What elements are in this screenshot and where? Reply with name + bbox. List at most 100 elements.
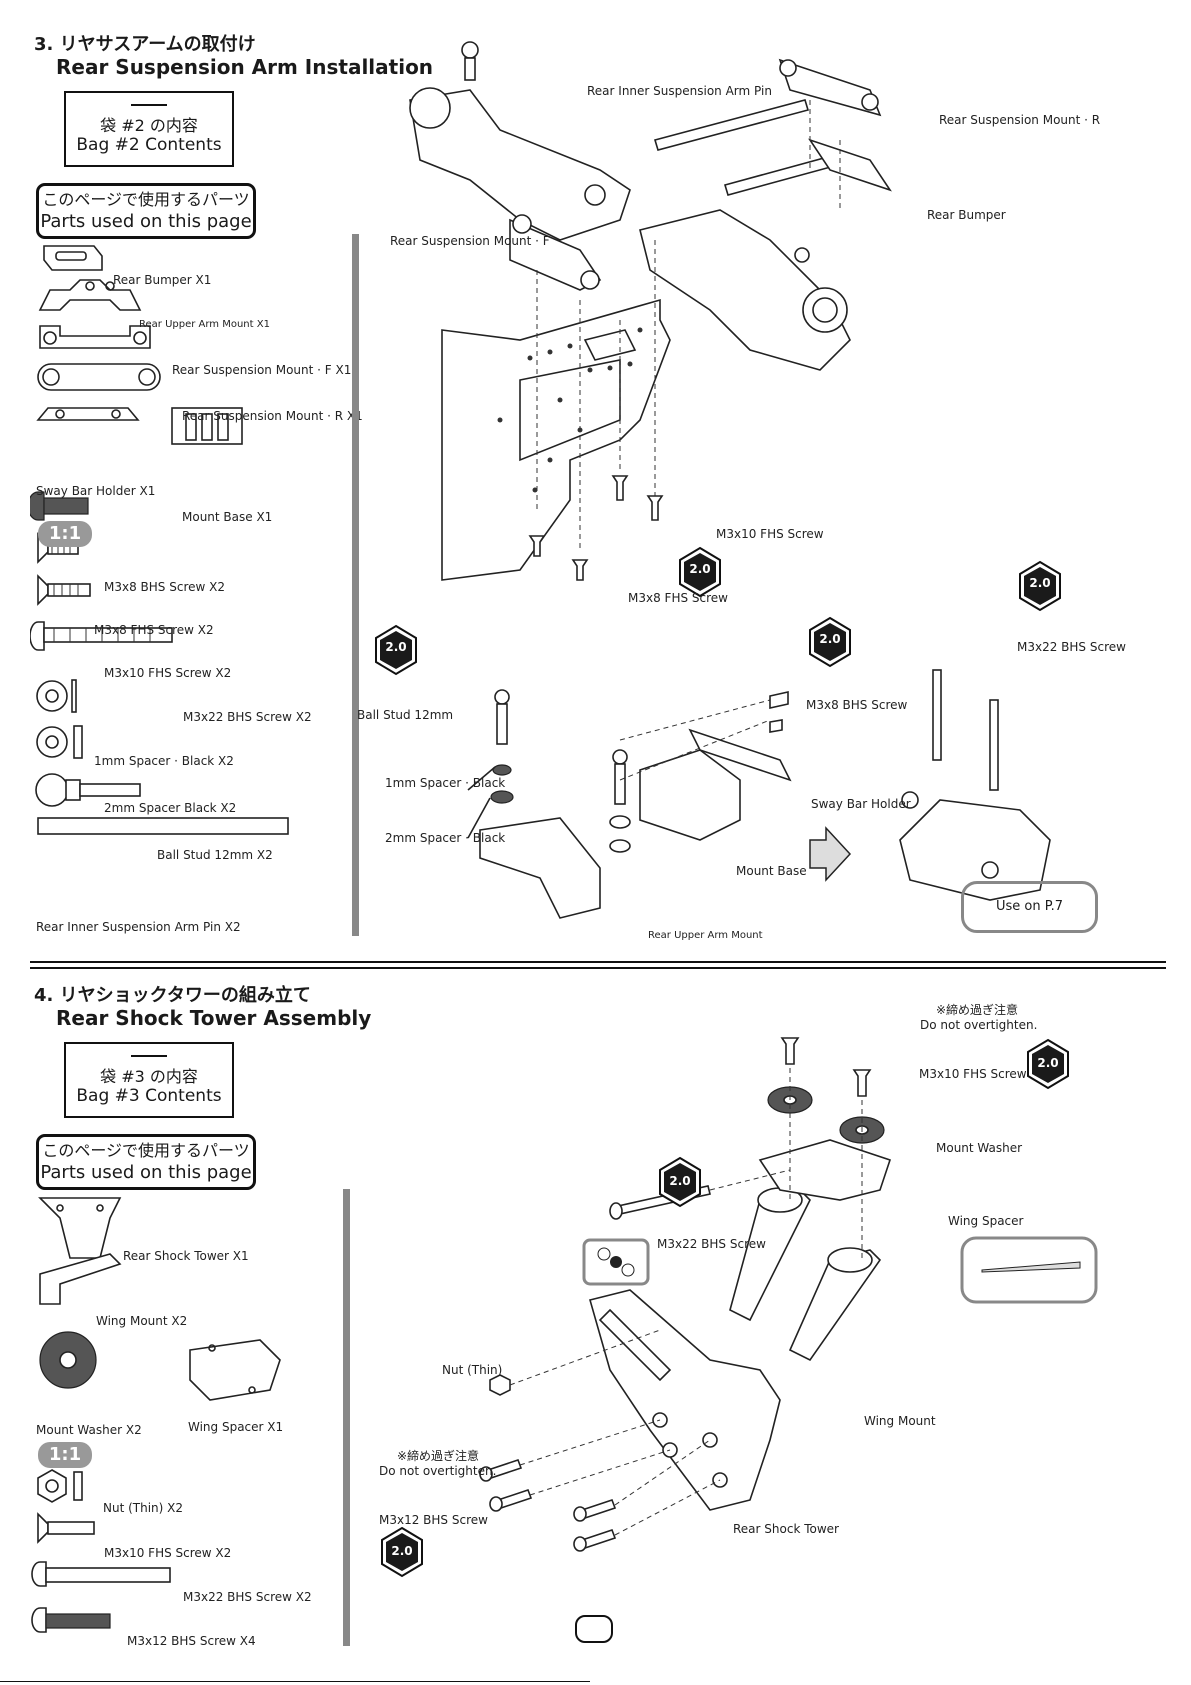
bag-label-en: Bag #2 Contents (76, 135, 222, 155)
part-label: Sway Bar Holder X1 (36, 484, 156, 498)
spacer-1mm-icon (36, 679, 77, 713)
nut-thin-icon (37, 1469, 83, 1503)
bag-label-ja: 袋 #3 の内容 (100, 1067, 198, 1086)
part-label: Nut (Thin) X2 (103, 1501, 184, 1515)
m3x12-bhs-screws (479, 1458, 617, 1552)
m3x12-bhs-screw-icon (31, 1607, 111, 1633)
use-on-page-box: Use on P.7 (961, 881, 1098, 933)
section4-exploded-diagram (381, 1037, 1098, 1643)
part-label: Rear Upper Arm Mount X1 (139, 319, 270, 330)
caution-ja-bottom: ※締め過ぎ注意 (397, 1449, 480, 1463)
inner-arm-pins (653, 99, 840, 196)
section4-title: 4. リヤショックタワーの組み立て (34, 985, 311, 1006)
mount-base-icon (171, 407, 243, 445)
part-label: Mount Base X1 (182, 510, 273, 524)
hex-badge-label: 2.0 (669, 1174, 691, 1188)
hex-badge-label: 2.0 (391, 1544, 413, 1558)
section3-exploded-diagram (375, 41, 1061, 919)
part-label: 1mm Spacer · Black X2 (94, 754, 234, 768)
diagram-label-wing-spacer: Wing Spacer (948, 1214, 1024, 1228)
hex-wrench-2-icon (375, 624, 417, 676)
diagram-label-m3x10-fhs: M3x10 FHS Screw (716, 527, 824, 541)
diagram-label-shock-tower: Rear Shock Tower (733, 1522, 839, 1536)
part-label: Wing Mount X2 (96, 1314, 188, 1328)
diagram-label-m3x10-fhs: M3x10 FHS Screw (919, 1067, 1027, 1081)
hex-wrench-2-icon (1019, 560, 1061, 612)
wing-spacer (758, 1139, 892, 1201)
nut-thin (489, 1374, 511, 1396)
part-label: M3x22 BHS Screw X2 (183, 1590, 312, 1604)
ball-stud-icon (35, 773, 141, 807)
wing-mounts (729, 1187, 882, 1362)
spacer-2mm-icon (36, 725, 83, 759)
section3-subtitle: Rear Suspension Arm Installation (56, 55, 434, 79)
upper-arm-mount-icon (38, 279, 142, 311)
diagram-label-spacer1: 1mm Spacer · Black (385, 776, 506, 790)
part-label: M3x22 BHS Screw X2 (183, 710, 312, 724)
scale-badge: 1:1 (38, 521, 92, 547)
part-label: M3x10 FHS Screw X2 (104, 666, 232, 680)
bag-label-en: Bag #3 Contents (76, 1086, 222, 1106)
shock-tower-icon (38, 1197, 122, 1259)
diagram-label-mount-r: Rear Suspension Mount · R (939, 113, 1101, 127)
part-label: Rear Shock Tower X1 (123, 1249, 249, 1263)
part-label: Ball Stud 12mm X2 (157, 848, 273, 862)
bag-contents-box: 袋 #2 の内容 Bag #2 Contents (64, 91, 234, 167)
caution-ja-top: ※締め過ぎ注意 (936, 1003, 1019, 1017)
suspension-mount-f-icon (39, 325, 151, 349)
mount-washer-icon (39, 1331, 97, 1389)
parts-used-ja: このページで使用するパーツ (42, 1141, 250, 1160)
m3x22-bhs-screw-icon (31, 1561, 171, 1587)
part-label: M3x8 BHS Screw X2 (104, 580, 225, 594)
divider-bar (352, 234, 359, 936)
suspension-mount-r-icon (37, 363, 161, 391)
hex-badge-label: 2.0 (1029, 576, 1051, 590)
bag-label-ja: 袋 #2 の内容 (100, 116, 198, 135)
m3x10-fhs-screw-icon (37, 574, 91, 606)
hex-badge-label: 2.0 (1037, 1056, 1059, 1070)
parts-used-box: このページで使用するパーツ Parts used on this page (36, 1134, 256, 1190)
diagram-label-m3x22-bhs: M3x22 BHS Screw (1017, 640, 1126, 654)
diagram-label-ball-stud: Ball Stud 12mm (357, 708, 454, 722)
suspension-mount-f (509, 214, 602, 291)
diagram-label-inner-pin: Rear Inner Suspension Arm Pin (587, 84, 772, 98)
arrow-right-icon (809, 826, 852, 882)
diagram-label-upper-arm-mount: Rear Upper Arm Mount (648, 930, 763, 941)
wing-mount-icon (39, 1253, 122, 1305)
diagram-label-wing-mount: Wing Mount (864, 1414, 936, 1428)
part-label: M3x10 FHS Screw X2 (104, 1546, 232, 1560)
diagram-label-m3x22-bhs: M3x22 BHS Screw (657, 1237, 766, 1251)
section3-title: 3. リヤサスアームの取付け (34, 34, 256, 55)
hardware-bag-icon (582, 1238, 650, 1286)
caution-en-top: Do not overtighten. (920, 1018, 1038, 1032)
inner-arm-pin-icon (37, 817, 289, 835)
part-label: Rear Bumper X1 (113, 273, 212, 287)
parts-used-box: このページで使用するパーツ Parts used on this page (36, 183, 256, 239)
suspension-arm-right (639, 209, 851, 371)
hex-wrench-2-icon (679, 546, 721, 598)
sway-bar-holder-icon (36, 407, 140, 421)
rear-bumper-icon (43, 245, 103, 271)
m3x10-fhs-screws (611, 475, 664, 521)
section3-parts-illustrations (30, 245, 289, 835)
section4-subtitle: Rear Shock Tower Assembly (56, 1006, 372, 1030)
parts-used-en: Parts used on this page (40, 1162, 252, 1183)
diagram-label-spacer2: 2mm Spacer · Black (385, 831, 506, 845)
hex-wrench-2-icon (381, 1526, 423, 1578)
part-label: Rear Suspension Mount · F X1 (172, 363, 352, 377)
scale-badge: 1:1 (38, 1442, 92, 1468)
parts-used-ja: このページで使用するパーツ (42, 190, 250, 209)
diagram-label-m3x12-bhs: M3x12 BHS Screw (379, 1513, 488, 1527)
diagram-label-m3x8-fhs: M3x8 FHS Screw (628, 591, 728, 605)
page-number-box (575, 1615, 613, 1643)
chassis-plate (441, 298, 671, 581)
footer-rule (0, 1681, 590, 1682)
upper-arm-mount-assembly (467, 689, 792, 919)
shock-tower (589, 1289, 781, 1511)
completed-sway-bar-assembly (899, 669, 1051, 901)
section-divider (30, 967, 1166, 969)
hex-wrench-2-icon (1027, 1038, 1069, 1090)
bag-contents-box: 袋 #3 の内容 Bag #3 Contents (64, 1042, 234, 1118)
hex-badge-label: 2.0 (819, 632, 841, 646)
m3x8-bhs-screw-icon (30, 491, 89, 521)
